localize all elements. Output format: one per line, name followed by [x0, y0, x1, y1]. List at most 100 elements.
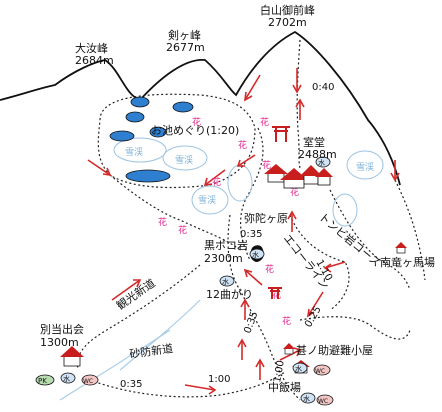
time-summit: 0:40 — [312, 82, 334, 93]
svg-text:水: 水 — [222, 277, 229, 286]
flower-marker: 花 — [272, 289, 281, 301]
water-badge: 水 — [219, 275, 235, 287]
svg-text:水: 水 — [63, 374, 70, 383]
arrow — [279, 347, 302, 361]
snowfield-label-2: 雪渓 — [175, 154, 193, 166]
time-jinnosuke: 1:00 — [272, 359, 287, 383]
svg-text:WC: WC — [83, 378, 93, 385]
parking-badge: PK — [35, 374, 55, 386]
time-midagahara: 0:35 — [240, 229, 262, 240]
arrow — [295, 98, 305, 120]
snowfield-6 — [332, 193, 358, 227]
place-betto: 別当出会 — [40, 322, 84, 336]
place-kurobokoiwa: 黒ボコ岩 — [204, 238, 248, 252]
time-nakaiihaba: 1:00 — [208, 374, 230, 385]
flower-marker: 花 — [262, 159, 271, 171]
snowfield-4 — [227, 164, 253, 202]
dotted-trail-tonbi — [329, 189, 411, 291]
arrow — [111, 279, 142, 301]
arrow — [390, 160, 400, 182]
arrow — [255, 358, 265, 380]
arrow — [244, 74, 261, 102]
snowfield-label-3: 雪渓 — [198, 194, 216, 206]
svg-text:WC: WC — [318, 398, 328, 405]
svg-text:水: 水 — [318, 158, 325, 167]
peak-name-oonanji: 大汝峰 — [75, 41, 108, 55]
murodo-huts-icon — [264, 164, 333, 189]
water-badge: 水 — [292, 362, 308, 374]
flower-marker: 花 — [192, 116, 201, 128]
peak-elev-kengamine: 2677m — [166, 41, 205, 54]
svg-text:WC: WC — [315, 368, 325, 375]
flower-marker: 花 — [260, 116, 269, 128]
wc-badge: WC — [313, 364, 331, 376]
dotted-trail-outer — [240, 127, 264, 261]
dotted-trail-west — [109, 174, 241, 251]
place-jinnosuke: 甚ノ助避難小屋 — [296, 343, 373, 357]
dotted-trail-kanko — [77, 264, 201, 371]
hut-icon-minamiryu — [395, 242, 407, 254]
pond — [109, 130, 135, 142]
place-kurobokoiwa-elev: 2300m — [204, 252, 243, 265]
pond — [125, 111, 145, 123]
peak-name-kengamine: 剣ヶ峰 — [168, 29, 201, 42]
snowfield-label-1: 雪渓 — [125, 146, 143, 158]
arrow — [243, 268, 263, 286]
stream-line-2 — [119, 299, 201, 371]
place-junimagari: 12曲がり — [206, 287, 253, 301]
mountain-ridge — [0, 30, 401, 186]
dotted-trail-south — [299, 316, 411, 340]
flower-markers: 花 花 花 花 花 花 花 花 花 花 花 — [158, 116, 299, 327]
place-oike: お池めぐり(1:20) — [151, 124, 239, 137]
arrow — [287, 210, 297, 232]
arrow — [292, 68, 302, 94]
peak-elev-oonanji: 2684m — [75, 54, 114, 67]
place-betto-elev: 1300m — [40, 336, 79, 349]
route-arrows — [87, 68, 400, 395]
flower-marker: 花 — [178, 224, 187, 236]
pond — [149, 126, 167, 138]
place-nakaiihaba: 中飯場 — [268, 380, 301, 394]
place-midagahara: 弥陀ヶ原 — [244, 211, 288, 225]
snowfield-2 — [162, 145, 208, 171]
pond — [125, 169, 171, 183]
arrow — [306, 291, 324, 318]
arrow — [184, 384, 217, 395]
route-tonbiiwa: トンビ岩コース — [316, 210, 384, 270]
arrow — [87, 159, 112, 176]
dotted-trail-echo — [289, 214, 350, 311]
snowfield-1 — [113, 137, 167, 163]
svg-text:水: 水 — [252, 250, 259, 259]
torii-icon — [272, 126, 290, 142]
arrow — [323, 261, 346, 273]
flower-marker: 花 — [158, 216, 167, 228]
flower-marker: 花 — [265, 263, 274, 275]
pond — [172, 101, 194, 113]
peak-name-gozengamine: 白山御前峰 — [260, 3, 315, 17]
water-badge: 水 — [300, 392, 316, 404]
flower-marker: 花 — [290, 186, 299, 198]
dotted-trail-east — [394, 179, 426, 281]
wc-badge: WC — [316, 394, 334, 406]
water-badge: 水 — [315, 156, 331, 168]
dotted-trail-sabo — [89, 371, 286, 398]
place-minami-ryugababa: 南竜ヶ馬場 — [380, 255, 435, 269]
flower-marker: 花 — [212, 176, 221, 188]
hut-icon-betto — [60, 346, 84, 367]
time-betto: 0:35 — [120, 379, 142, 390]
arrow — [237, 338, 247, 360]
snowfield-label-5: 雪渓 — [356, 161, 374, 173]
arrow — [240, 298, 250, 320]
flower-marker: 花 — [238, 139, 247, 151]
svg-text:PK: PK — [38, 377, 47, 385]
torii-icon-2 — [268, 287, 282, 299]
ponds — [109, 96, 194, 183]
svg-text:水: 水 — [295, 364, 302, 373]
arrow — [236, 154, 256, 167]
arrow — [203, 169, 226, 186]
svg-text:水: 水 — [303, 394, 310, 403]
snowfield-5 — [346, 150, 384, 180]
route-sabo: 砂防新道 — [128, 341, 174, 361]
wc-badge: WC — [81, 374, 99, 386]
